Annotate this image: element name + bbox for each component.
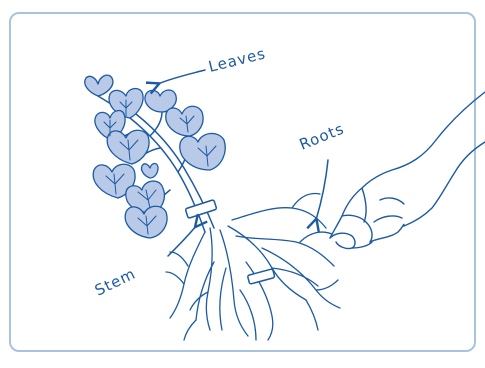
roots-arrow — [316, 160, 328, 220]
leaf — [85, 75, 113, 96]
leaf — [107, 130, 149, 164]
stem-arrow — [168, 226, 196, 256]
hand-illustration — [330, 92, 485, 249]
leaf — [166, 106, 203, 136]
leaf — [141, 164, 158, 179]
label-roots: Roots — [297, 119, 347, 153]
label-stem: Stem — [92, 264, 139, 299]
leaves-arrow — [158, 70, 205, 84]
label-leaves: Leaves — [207, 44, 268, 76]
leaf — [125, 206, 167, 238]
